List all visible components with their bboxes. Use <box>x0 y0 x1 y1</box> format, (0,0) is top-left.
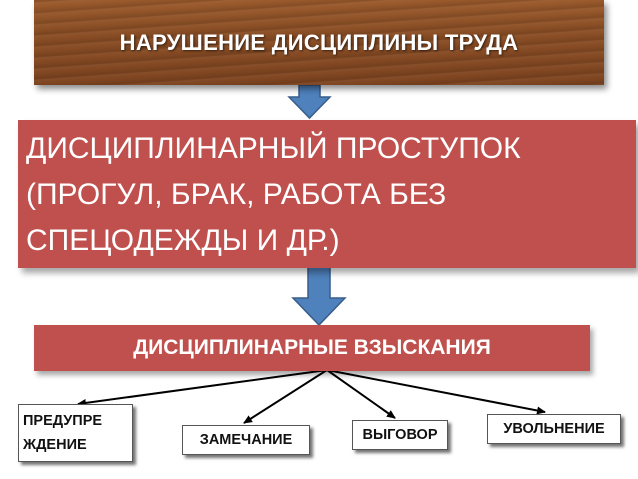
disciplinary-offense-box: ДИСЦИПЛИНАРНЫЙ ПРОСТУПОК (ПРОГУЛ, БРАК, … <box>18 120 636 268</box>
dismissal-box: УВОЛЬНЕНИЕ <box>487 414 621 444</box>
down-arrow-1 <box>287 84 332 120</box>
remark-box: ЗАМЕЧАНИЕ <box>182 425 310 455</box>
disciplinary-sanctions-box: ДИСЦИПЛИНАРНЫЕ ВЗЫСКАНИЯ <box>34 325 590 371</box>
disciplinary-offense-line-3: СПЕЦОДЕЖДЫ И ДР.) <box>26 224 340 257</box>
reprimand-label: ВЫГОВОР <box>362 427 438 443</box>
dismissal-label: УВОЛЬНЕНИЕ <box>503 421 605 437</box>
remark-label: ЗАМЕЧАНИЕ <box>199 432 293 448</box>
disciplinary-offense-line-1: ДИСЦИПЛИНАРНЫЙ ПРОСТУПОК <box>26 132 521 165</box>
down-arrow-2 <box>291 261 347 327</box>
disciplinary-offense-line-2: (ПРОГУЛ, БРАК, РАБОТА БЕЗ <box>26 178 447 211</box>
connector-line-remark <box>243 369 328 424</box>
discipline-violation-box: НАРУШЕНИЕ ДИСЦИПЛИНЫ ТРУДА <box>34 0 604 85</box>
disciplinary-sanctions-label: ДИСЦИПЛИНАРНЫЕ ВЗЫСКАНИЯ <box>133 336 491 359</box>
warning-label-line-2: ЖДЕНИЕ <box>23 437 87 453</box>
warning-label-line-1: ПРЕДУПРЕ <box>23 413 103 429</box>
warning-box: ПРЕДУПРЕ ЖДЕНИЕ <box>18 404 133 462</box>
reprimand-box: ВЫГОВОР <box>352 420 448 450</box>
discipline-violation-label: НАРУШЕНИЕ ДИСЦИПЛИНЫ ТРУДА <box>119 29 519 55</box>
connector-line-reprimand <box>326 369 396 419</box>
connector-line-dismissal <box>326 369 546 415</box>
connector-line-warning <box>77 369 328 407</box>
